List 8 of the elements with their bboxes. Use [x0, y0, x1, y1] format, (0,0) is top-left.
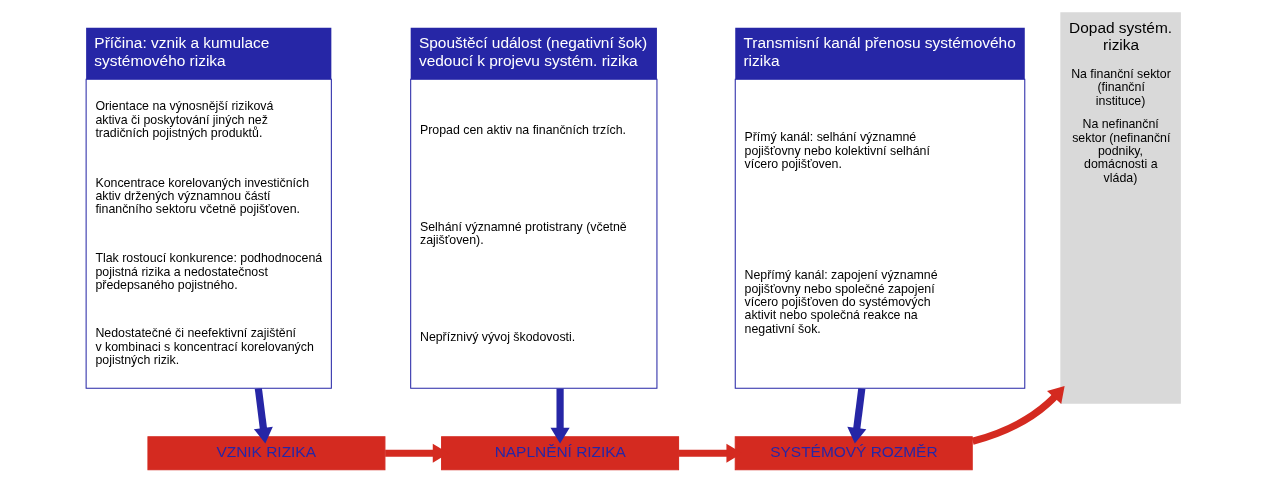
arrow: [846, 388, 866, 444]
node-box: NAPLNĚNÍ RIZIKA: [440, 436, 679, 471]
arrow: [550, 388, 570, 444]
arrow: [971, 385, 1065, 445]
node-box: Dopad systém. rizika Na finanční sektor (finanční instituce) Na nefinanční sektor (nefinanční podniky, domácnosti a vláda): [1059, 12, 1181, 404]
node-box: SYSTÉMOVÝ ROZMĚR: [734, 436, 973, 471]
node-box: VZNIK RIZIKA: [146, 436, 385, 471]
arrow: [253, 388, 273, 444]
